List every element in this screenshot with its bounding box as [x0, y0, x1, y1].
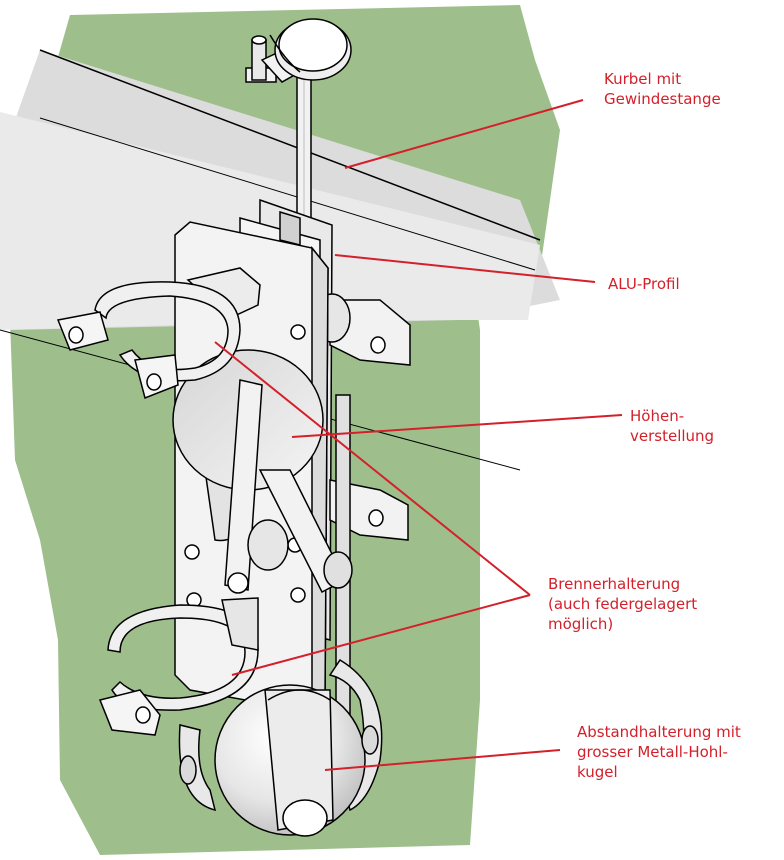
callout-line-abstand — [324, 749, 561, 771]
label-abstandhalterung: Abstandhalterung mit grosser Metall-Hohl… — [577, 723, 741, 781]
height-adjuster — [172, 349, 353, 594]
lower-burner-ring — [98, 597, 259, 736]
label-kurbel: Kurbel mit Gewindestange — [604, 70, 721, 108]
callout-line-alu — [334, 254, 596, 283]
callout-line-hoehen — [291, 414, 623, 438]
callout-line-kurbel — [344, 99, 584, 169]
crank-assembly — [245, 18, 352, 236]
label-alu-profil: ALU-Profil — [608, 275, 680, 293]
distance-holder-sphere — [178, 658, 383, 837]
callout-lines — [214, 99, 623, 771]
callout-line-brenner-upper — [214, 341, 531, 596]
label-brennerhalterung: Brennerhalterung (auch federgelagert mög… — [548, 575, 698, 633]
callout-line-brenner-lower — [231, 594, 531, 676]
upper-burner-ring — [56, 267, 261, 400]
label-hoehenverstellung: Höhen- verstellung — [630, 407, 715, 445]
